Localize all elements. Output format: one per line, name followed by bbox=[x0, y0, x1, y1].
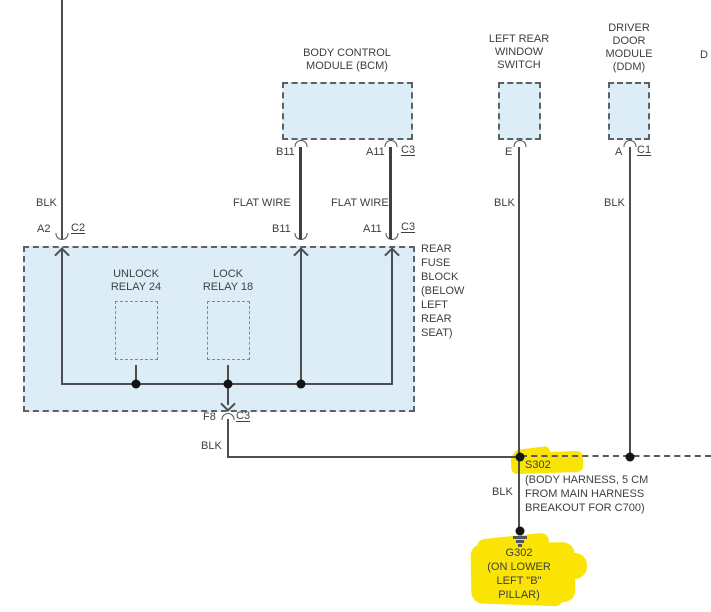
pin-connector-icon-bcm-a11 bbox=[384, 140, 398, 147]
lock-relay-box bbox=[207, 301, 250, 360]
splice-label-s302: S302 bbox=[525, 459, 551, 471]
left-rear-window-switch-box bbox=[498, 82, 541, 140]
wire-label-blk-f8: BLK bbox=[201, 440, 222, 452]
lrws-title-line2: WINDOW bbox=[494, 46, 544, 58]
wire-label-flat-wire-1: FLAT WIRE bbox=[233, 197, 291, 209]
ddm-title-line1: DRIVER bbox=[608, 22, 650, 34]
pin-connector-icon-fuse-b11 bbox=[294, 233, 308, 240]
wire-s302-dashed-right bbox=[521, 455, 711, 457]
ddm-title-line3: MODULE bbox=[605, 48, 653, 60]
wire-fuse-a2-drop bbox=[61, 250, 63, 385]
bcm-box bbox=[282, 82, 413, 140]
splice-note-line1: (BODY HARNESS, 5 CM bbox=[525, 474, 649, 486]
wire-blk-ddm bbox=[629, 147, 631, 457]
wire-label-blk-left: BLK bbox=[36, 197, 57, 209]
connector-label-ddm-c1: C1 bbox=[637, 144, 652, 156]
connector-label-fuse-c3: C3 bbox=[401, 221, 416, 233]
bcm-title-line2: MODULE (BCM) bbox=[306, 60, 388, 72]
unlock-relay-title-line2: RELAY 24 bbox=[110, 281, 162, 293]
wire-f8-down bbox=[227, 419, 229, 457]
driver-door-module-box bbox=[608, 82, 650, 140]
fuse-block-caption-line4: (BELOW bbox=[421, 285, 465, 297]
fuse-block-caption-line6: REAR bbox=[421, 313, 452, 325]
ddm-title-line4: (DDM) bbox=[612, 61, 646, 73]
wire-lock-relay-stub bbox=[227, 365, 229, 384]
pin-connector-icon-fuse-a11 bbox=[385, 233, 399, 240]
junction-dot-b11 bbox=[296, 379, 306, 389]
wire-label-blk-switch: BLK bbox=[494, 197, 515, 209]
lock-relay-title-line2: RELAY 18 bbox=[202, 281, 254, 293]
bcm-title-line1: BODY CONTROL bbox=[303, 47, 391, 59]
ground-label-g302: G302 bbox=[505, 547, 533, 559]
fuse-block-caption-line1: REAR bbox=[421, 243, 452, 255]
pin-connector-icon-fuse-a2 bbox=[55, 233, 69, 240]
unlock-relay-box bbox=[115, 301, 158, 360]
pin-connector-icon-switch-e bbox=[513, 140, 527, 147]
splice-note-line2: FROM MAIN HARNESS bbox=[525, 488, 645, 500]
wire-unlock-relay-stub bbox=[135, 365, 137, 384]
connector-label-fuse-c2: C2 bbox=[71, 222, 86, 234]
wire-f8-to-s302 bbox=[227, 456, 520, 458]
lrws-title-line1: LEFT REAR bbox=[488, 33, 550, 45]
pin-connector-icon-ddm-a bbox=[623, 140, 637, 147]
junction-dot-ddm bbox=[625, 452, 635, 462]
unlock-relay-title-line1: UNLOCK bbox=[113, 268, 159, 280]
ground-note-line1: (ON LOWER bbox=[487, 561, 551, 573]
pin-label-fuse-f8: F8 bbox=[203, 411, 216, 423]
wire-label-flat-wire-2: FLAT WIRE bbox=[331, 197, 389, 209]
pin-label-ddm-a: A bbox=[615, 146, 623, 158]
pin-label-switch-e: E bbox=[505, 146, 513, 158]
wire-blk-switch bbox=[518, 147, 520, 457]
pin-connector-icon-bcm-b11 bbox=[294, 140, 308, 147]
pin-label-fuse-b11: B11 bbox=[272, 223, 291, 235]
junction-dot-lock bbox=[223, 379, 233, 389]
wire-blk-left bbox=[61, 0, 63, 239]
ground-note-line3: PILLAR) bbox=[498, 589, 540, 601]
pin-label-bcm-b11: B11 bbox=[276, 146, 295, 158]
wire-flat-b11 bbox=[299, 147, 302, 239]
wire-s302-to-ground bbox=[518, 457, 520, 528]
fuse-block-caption-line3: BLOCK bbox=[421, 271, 459, 283]
junction-dot-s302 bbox=[515, 452, 525, 462]
connector-label-bcm-c3: C3 bbox=[401, 144, 416, 156]
junction-dot-unlock bbox=[131, 379, 141, 389]
wire-label-blk-ddm: BLK bbox=[604, 197, 625, 209]
wire-lock-to-f8 bbox=[227, 384, 229, 405]
clipped-label-fragment: D bbox=[700, 49, 708, 61]
fuse-block-caption-line7: SEAT) bbox=[421, 327, 453, 339]
splice-note-line3: BREAKOUT FOR C700) bbox=[525, 502, 645, 514]
wire-label-blk-ground: BLK bbox=[492, 486, 513, 498]
pin-label-bcm-a11: A11 bbox=[366, 146, 385, 158]
wire-fuse-a11-drop bbox=[391, 250, 393, 385]
fuse-block-caption-line5: LEFT bbox=[421, 299, 448, 311]
lock-relay-title-line1: LOCK bbox=[213, 268, 243, 280]
pin-connector-icon-fuse-f8 bbox=[221, 413, 235, 420]
wire-fuse-b11-drop bbox=[300, 250, 302, 385]
ddm-title-line2: DOOR bbox=[612, 35, 646, 47]
wire-flat-a11 bbox=[389, 147, 392, 239]
fuse-block-caption-line2: FUSE bbox=[421, 257, 451, 269]
lrws-title-line3: SWITCH bbox=[497, 59, 541, 71]
pin-label-fuse-a2: A2 bbox=[37, 223, 51, 235]
pin-label-fuse-a11: A11 bbox=[363, 223, 382, 235]
ground-note-line2: LEFT "B" bbox=[496, 575, 542, 587]
connector-label-f8-c3: C3 bbox=[236, 410, 251, 422]
